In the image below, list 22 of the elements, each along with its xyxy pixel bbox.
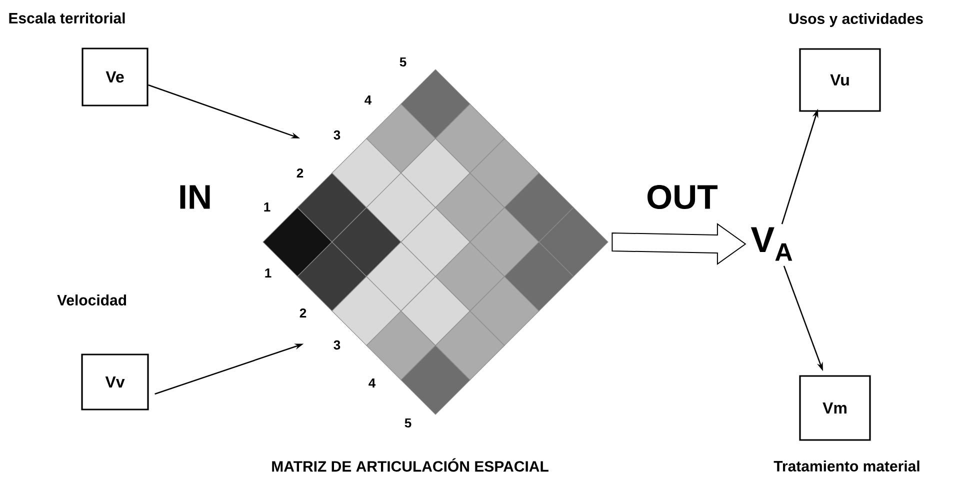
axis-number: 3 <box>334 340 340 350</box>
variable-box: Vm <box>799 375 871 441</box>
variable-box: Vu <box>799 48 881 112</box>
box-heading: Velocidad <box>57 294 126 306</box>
axis-number: 2 <box>296 168 304 178</box>
variable-box: Vv <box>81 354 149 410</box>
block-arrow <box>612 223 746 265</box>
flow-label: OUT <box>648 184 718 210</box>
axis-number: 4 <box>364 96 372 104</box>
axis-number: 2 <box>300 308 306 318</box>
box-caption: Tratamiento material <box>774 460 920 472</box>
axis-number: 3 <box>334 130 340 140</box>
output-variable: V$_{A}$ <box>750 227 792 261</box>
axis-number: 4 <box>368 378 376 388</box>
flow-label: IN <box>180 185 210 209</box>
matrix-caption: MATRIZ DE ARTICULACIÓN ESPACIAL <box>272 458 548 472</box>
box-heading: Escala territorial <box>9 12 125 24</box>
matrix-drawing <box>262 69 608 415</box>
box-heading: Usos y actividades <box>789 13 923 27</box>
variable-box: Ve <box>82 48 148 106</box>
axis-number: 1 <box>264 202 270 212</box>
axis-number: 1 <box>265 268 272 278</box>
